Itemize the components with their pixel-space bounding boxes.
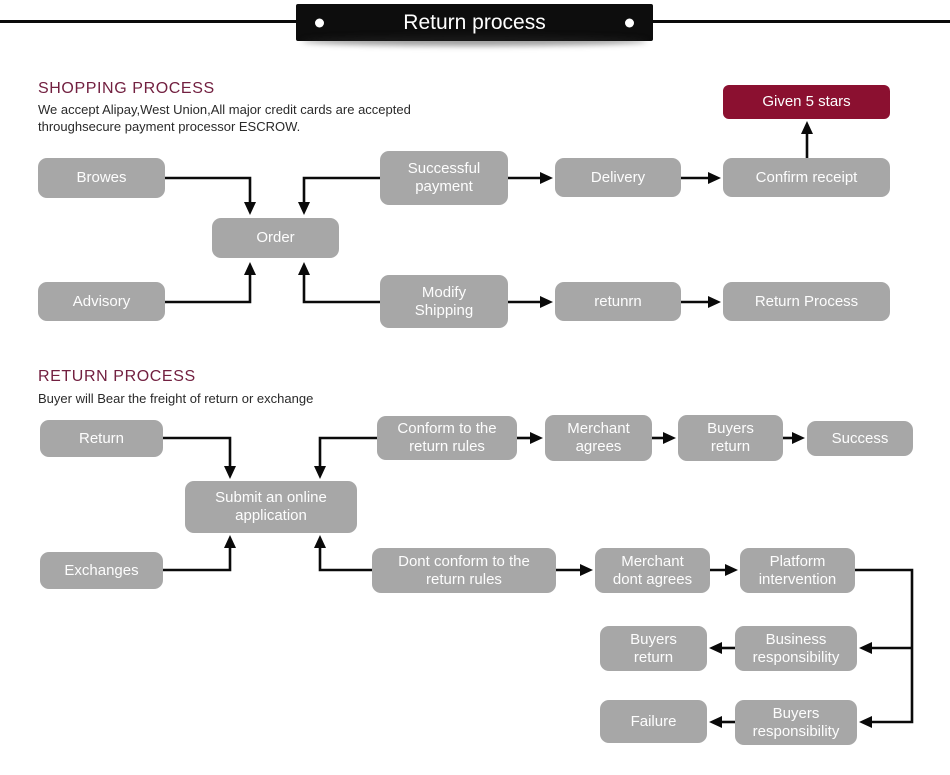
flow-node-buyers-return-top: Buyers return — [678, 415, 783, 461]
flow-node-delivery: Delivery — [555, 158, 681, 197]
flow-node-merchant-agrees: Merchant agrees — [545, 415, 652, 461]
flow-node-conform-rules: Conform to the return rules — [377, 416, 517, 460]
flow-node-failure: Failure — [600, 700, 707, 743]
flow-node-successful-payment: Successful payment — [380, 151, 508, 205]
flow-node-return-process: Return Process — [723, 282, 890, 321]
flow-node-confirm-receipt: Confirm receipt — [723, 158, 890, 197]
shopping-process-description: We accept Alipay,West Union,All major cr… — [38, 102, 411, 134]
flow-node-merchant-dont-agrees: Merchant dont agrees — [595, 548, 710, 593]
flow-node-buyers-responsibility: Buyers responsibility — [735, 700, 857, 745]
return-process-heading: RETURN PROCESS — [38, 368, 196, 385]
flow-node-advisory: Advisory — [38, 282, 165, 321]
banner-title: Return process — [403, 10, 546, 34]
flow-node-business-responsibility: Business responsibility — [735, 626, 857, 671]
flow-node-submit-application: Submit an online application — [185, 481, 357, 533]
flow-node-buyers-return-bottom: Buyers return — [600, 626, 707, 671]
flow-node-modify-shipping: Modify Shipping — [380, 275, 508, 328]
flow-node-return: Return — [40, 420, 163, 457]
flow-node-dont-conform-rules: Dont conform to the return rules — [372, 548, 556, 593]
shopping-process-heading: SHOPPING PROCESS — [38, 80, 215, 97]
flow-node-platform-intervention: Platform intervention — [740, 548, 855, 593]
flow-node-browes: Browes — [38, 158, 165, 198]
banner-dot-right-icon — [625, 18, 634, 27]
flow-node-success: Success — [807, 421, 913, 456]
banner: Return process — [296, 4, 653, 41]
banner-dot-left-icon — [315, 18, 324, 27]
flow-node-given-5-stars: Given 5 stars — [723, 85, 890, 119]
flow-node-order: Order — [212, 218, 339, 258]
flow-node-retunrn: retunrn — [555, 282, 681, 321]
flow-node-exchanges: Exchanges — [40, 552, 163, 589]
return-process-description: Buyer will Bear the freight of return or… — [38, 391, 314, 406]
